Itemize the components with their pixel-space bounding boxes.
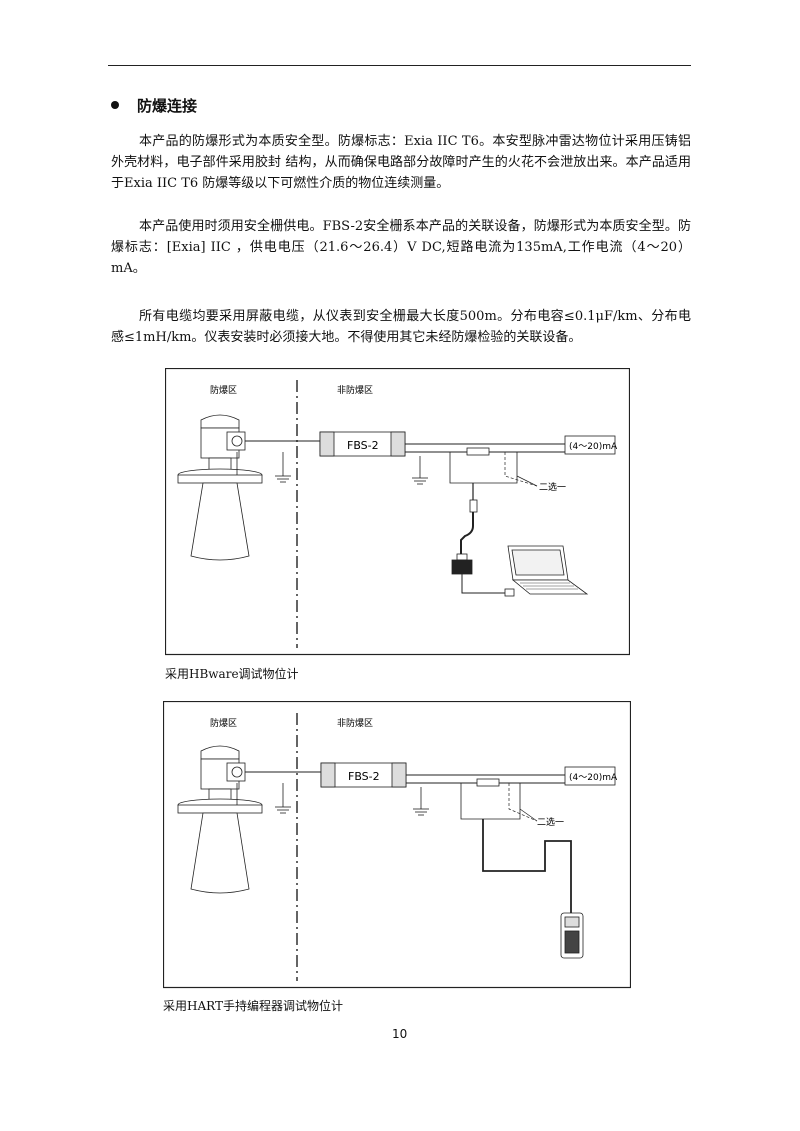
option-label: 二选一 bbox=[539, 481, 566, 493]
laptop-icon bbox=[507, 545, 589, 595]
radar-gauge-icon bbox=[177, 414, 263, 561]
paragraph-cable-requirements: 所有电缆均要采用屏蔽电缆，从仪表到安全栅最大长度500m。分布电容≤0.1μF/… bbox=[111, 309, 691, 345]
connector-icon bbox=[469, 499, 478, 513]
output-box bbox=[564, 766, 616, 786]
output-box bbox=[564, 435, 616, 455]
zone-left-label: 防爆区 bbox=[210, 384, 237, 396]
figure-frame bbox=[165, 368, 630, 656]
zone-right-label: 非防爆区 bbox=[337, 717, 373, 729]
paragraph-explosion-proof-mark: 本产品的防爆形式为本质安全型。防爆标志：Exia IIC T6。本安型脉冲雷达物… bbox=[111, 134, 691, 191]
option-label: 二选一 bbox=[537, 816, 564, 828]
fbs2-barrier-icon bbox=[319, 431, 406, 457]
figure-caption-2: 采用HART手持编程器调试物位计 bbox=[163, 999, 343, 1013]
page-number: 10 bbox=[392, 1027, 408, 1041]
output-label: (4～20)mA bbox=[569, 442, 618, 452]
zone-left-label: 防爆区 bbox=[210, 717, 237, 729]
resistor-icon bbox=[476, 778, 500, 787]
figure-frame bbox=[163, 701, 631, 989]
zone-right-label: 非防爆区 bbox=[337, 384, 373, 396]
output-label: (4～20)mA bbox=[569, 773, 618, 783]
resistor-icon bbox=[466, 447, 490, 456]
wiring-diagram-hbware: 防爆区 非防爆区 FBS-2 (4～20)mA 二选一 bbox=[165, 368, 630, 656]
figure-caption-1: 采用HBware调试物位计 bbox=[165, 667, 299, 681]
section-heading: 防爆连接 bbox=[111, 95, 197, 116]
ground-icon bbox=[275, 806, 291, 814]
fbs2-barrier-icon bbox=[320, 762, 407, 788]
hart-modem-icon bbox=[451, 553, 473, 575]
barrier-label: FBS-2 bbox=[347, 439, 379, 452]
bullet-icon bbox=[111, 101, 119, 109]
section-heading-text: 防爆连接 bbox=[137, 97, 198, 115]
wiring-diagram-hart-handheld: 防爆区 非防爆区 FBS-2 (4～20)mA 二选一 bbox=[163, 701, 631, 989]
hart-handheld-icon bbox=[560, 912, 584, 959]
paragraph-safety-barrier: 本产品使用时须用安全栅供电。FBS-2安全栅系本产品的关联设备，防爆形式为本质安… bbox=[111, 219, 691, 276]
barrier-label: FBS-2 bbox=[348, 770, 380, 783]
header-rule bbox=[108, 65, 691, 66]
ground-icon bbox=[275, 475, 291, 483]
radar-gauge-icon bbox=[177, 745, 263, 894]
